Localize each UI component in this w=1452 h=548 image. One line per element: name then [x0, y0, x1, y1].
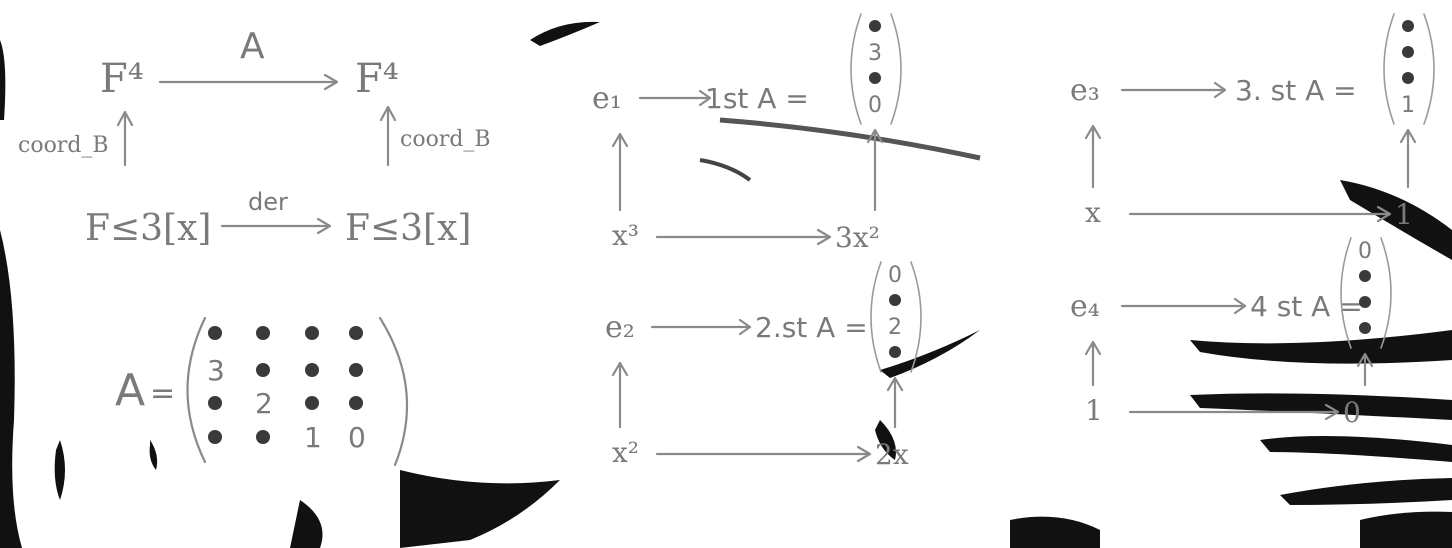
matrix-cell-0-0 [208, 326, 222, 340]
coord-arrow-left-head [611, 361, 629, 377]
image-expression: 4 st A = [1250, 290, 1363, 323]
column-entry-2: 2 [888, 315, 902, 340]
basis-vector: e₄ [1070, 289, 1100, 324]
basis-polynomial: x [1085, 196, 1101, 229]
commutative-diagram: F⁴ F⁴ A coord_B coord_B F≤3[x] F≤3[x] de… [18, 26, 491, 249]
matrix-cell-3-3: 0 [348, 421, 366, 454]
left-coord-label: coord_B [18, 133, 109, 158]
column-entry-2 [1402, 72, 1414, 84]
derivative-arrow-head [856, 445, 872, 463]
basis-polynomial: 1 [1085, 394, 1103, 427]
column-entry-3: 1 [1401, 93, 1415, 118]
left-up-arrow-head [116, 110, 134, 127]
top-arrow-head [323, 73, 339, 91]
column-right-bracket [890, 13, 902, 125]
derivative-result: 1 [1395, 198, 1413, 231]
basis-polynomial: x² [612, 436, 639, 469]
column-entry-1 [1359, 270, 1371, 282]
coord-arrow-right-head [1399, 128, 1417, 144]
column-entry-1 [1402, 46, 1414, 58]
derivative-arrow-head [816, 228, 832, 246]
bottom-arrow-head [316, 217, 332, 235]
column-entry-3: 0 [868, 93, 882, 118]
derivative-result: 3x² [835, 221, 880, 254]
matrix-name: A [115, 365, 145, 416]
matrix-cell-2-1: 2 [255, 387, 273, 420]
column-left-bracket [1340, 237, 1352, 349]
column-left-bracket [870, 261, 882, 373]
basis-vector: e₃ [1070, 73, 1100, 108]
mapping-3: e₃ 3. st A = 1 x 1 [1070, 13, 1435, 231]
right-up-arrow-head [379, 105, 397, 122]
matrix-cell-0-1 [256, 326, 270, 340]
bottom-arrow-label: der [248, 188, 288, 216]
matrix-cell-1-0: 3 [207, 354, 225, 387]
matrix-cell-1-1 [256, 363, 270, 377]
board-smudges [0, 21, 1452, 548]
mapping-4: e₄ 4 st A = 0 1 0 [1070, 237, 1392, 429]
column-entry-0: 0 [1358, 239, 1372, 264]
matrix-cell-3-0 [208, 430, 222, 444]
basis-polynomial: x³ [612, 219, 639, 252]
matrix-right-bracket [378, 316, 409, 467]
coord-arrow-right-head [886, 376, 904, 392]
derivative-arrow-head [1324, 403, 1340, 421]
matrix-left-bracket [186, 316, 207, 464]
matrix-cell-1-3 [349, 363, 363, 377]
column-entry-3 [1359, 322, 1371, 334]
column-entry-0 [869, 20, 881, 32]
top-arrow-label: A [240, 26, 265, 67]
coord-arrow-left-head [611, 132, 629, 148]
matrix-cell-3-1 [256, 430, 270, 444]
column-entry-2 [1359, 296, 1371, 308]
matrix-cell-1-2 [305, 363, 319, 377]
matrix-cell-2-2 [305, 396, 319, 410]
bottom-left-space: F≤3[x] [85, 208, 211, 249]
column-right-bracket [1380, 237, 1392, 349]
column-entry-0 [1402, 20, 1414, 32]
image-expression: 2.st A = [755, 311, 868, 344]
column-right-bracket [1423, 13, 1435, 125]
mapping-1: e₁ 1st A = 3 0 x³ 3x² [592, 13, 902, 254]
column-entry-1 [889, 294, 901, 306]
matrix-cell-2-3 [349, 396, 363, 410]
image-expression: 1st A = [705, 82, 809, 115]
image-expression: 3. st A = [1235, 74, 1357, 107]
basis-vector: e₂ [605, 310, 635, 345]
coord-arrow-right-head [866, 128, 884, 144]
matrix-cell-0-3 [349, 326, 363, 340]
mapping-2: e₂ 2.st A = 0 2 x² 2x [605, 261, 922, 471]
right-coord-label: coord_B [400, 127, 491, 152]
vector-arrow-head [738, 318, 752, 336]
coord-arrow-left-head [1084, 124, 1102, 140]
column-entry-1: 3 [868, 41, 882, 66]
vector-arrow-head [698, 89, 712, 107]
matrix-cell-2-0 [208, 396, 222, 410]
matrix-cell-0-2 [305, 326, 319, 340]
derivative-result: 2x [875, 438, 909, 471]
coord-arrow-left-head [1084, 340, 1102, 356]
column-left-bracket [1383, 13, 1395, 125]
column-entry-0: 0 [888, 263, 902, 288]
vector-arrow-head [1233, 297, 1247, 315]
column-entry-3 [889, 346, 901, 358]
column-right-bracket [910, 261, 922, 373]
vector-arrow-head [1213, 81, 1227, 99]
coord-arrow-right-head [1356, 352, 1374, 368]
derivative-result: 0 [1343, 396, 1361, 429]
top-left-space: F⁴ [100, 56, 144, 102]
derivative-arrow-head [1376, 205, 1392, 223]
basis-vector: e₁ [592, 81, 622, 116]
column-entry-2 [869, 72, 881, 84]
column-left-bracket [850, 13, 862, 125]
matrix-cell-3-2: 1 [304, 421, 322, 454]
basis-mappings: e₁ 1st A = 3 0 x³ 3x² e₂ 2.st A = 0 2 x² 2x e₃ 3. st … [592, 13, 1435, 471]
matrix-equals: = [150, 376, 175, 411]
bottom-right-space: F≤3[x] [345, 208, 471, 249]
top-right-space: F⁴ [355, 56, 399, 102]
